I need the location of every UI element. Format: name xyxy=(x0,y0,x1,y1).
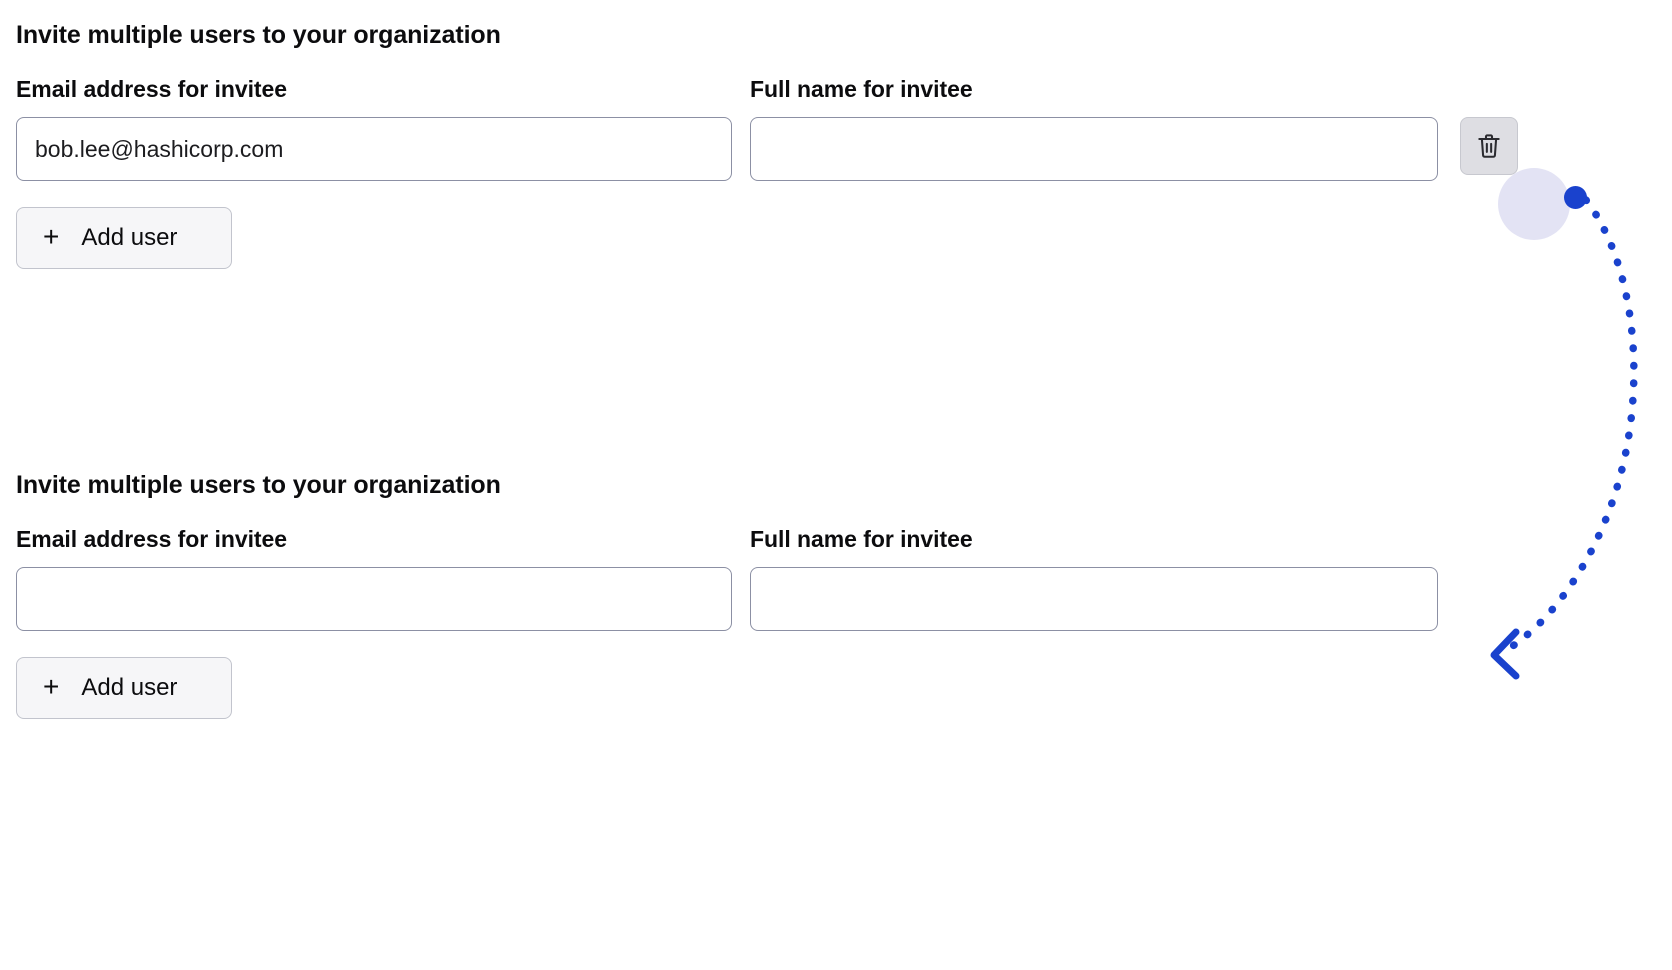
add-user-button-2[interactable]: + Add user xyxy=(16,657,232,719)
email-field-group-2: Email address for invitee xyxy=(16,526,732,631)
page-title-2: Invite multiple users to your organizati… xyxy=(16,471,501,499)
email-input-2[interactable] xyxy=(16,567,732,631)
invite-users-page: Invite multiple users to your organizati… xyxy=(0,0,1638,719)
full-name-input[interactable] xyxy=(750,117,1438,181)
invitee-fields-row-1: Email address for invitee Full name for … xyxy=(0,76,1560,181)
plus-icon: + xyxy=(43,221,60,252)
invite-section-2: Invite multiple users to your organizati… xyxy=(0,450,1560,719)
annotation-start-dot xyxy=(1564,186,1587,209)
trash-icon xyxy=(1476,132,1502,160)
delete-invitee-button[interactable] xyxy=(1460,117,1518,175)
plus-icon-2: + xyxy=(43,671,60,702)
full-name-field-label-2: Full name for invitee xyxy=(750,526,973,552)
delete-button-wrap xyxy=(1460,76,1518,175)
full-name-field-label: Full name for invitee xyxy=(750,76,973,102)
name-field-group-2: Full name for invitee xyxy=(750,526,1438,631)
name-field-group-1: Full name for invitee xyxy=(750,76,1438,181)
full-name-input-2[interactable] xyxy=(750,567,1438,631)
invite-section-1: Invite multiple users to your organizati… xyxy=(0,0,1560,269)
invitee-fields-row-2: Email address for invitee Full name for … xyxy=(0,526,1560,631)
email-input[interactable] xyxy=(16,117,732,181)
email-field-label: Email address for invitee xyxy=(16,76,288,102)
add-user-button-1[interactable]: + Add user xyxy=(16,207,232,269)
add-user-button-label: Add user xyxy=(81,224,178,251)
page-title: Invite multiple users to your organizati… xyxy=(16,21,501,49)
add-user-button-label-2: Add user xyxy=(81,674,178,701)
email-field-label-2: Email address for invitee xyxy=(16,526,288,552)
email-field-group-1: Email address for invitee xyxy=(16,76,732,181)
